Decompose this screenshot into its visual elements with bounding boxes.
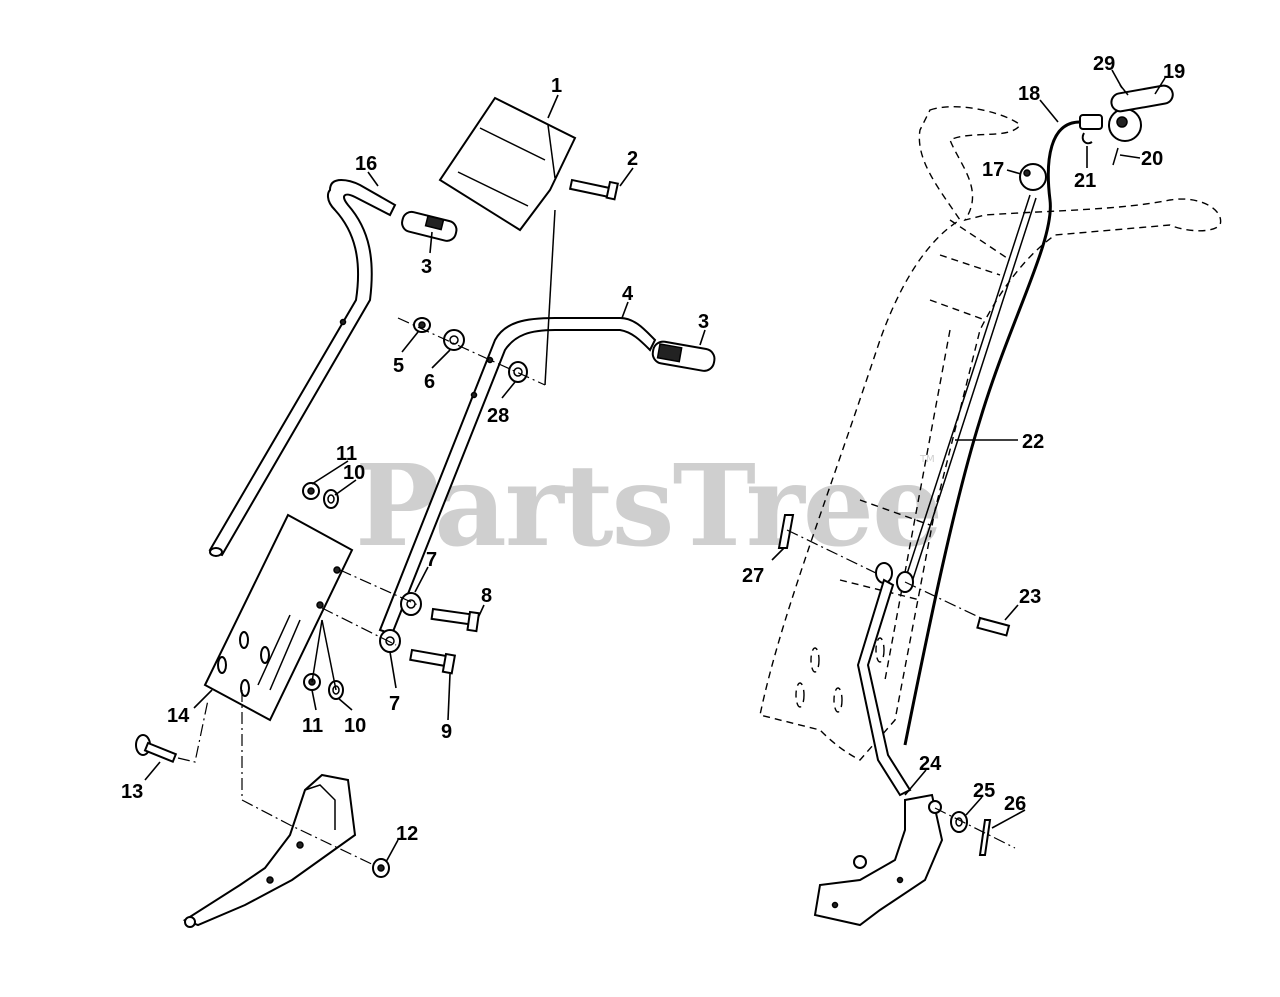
callout-13: 13 [121, 781, 143, 803]
part-right-handle-bar [378, 317, 657, 636]
callout-11-lower: 11 [302, 715, 323, 737]
callout-3-left: 3 [421, 256, 432, 278]
assembly-line-bolt-9 [321, 607, 397, 646]
part-clip-27 [777, 514, 795, 549]
callout-20: 20 [1141, 148, 1163, 170]
part-clip-26 [978, 819, 992, 856]
callout-26: 26 [1004, 793, 1026, 815]
part-grip-right [651, 340, 716, 372]
part-control-rod [904, 194, 1037, 583]
part-control-lever [1079, 84, 1174, 166]
part-washer-28 [508, 361, 528, 383]
callout-5: 5 [393, 355, 404, 377]
assembly-line-pin-23 [904, 581, 986, 621]
part-left-handle-bar [208, 179, 397, 557]
callout-27: 27 [742, 565, 764, 587]
part-nut-11-upper [302, 482, 320, 500]
callout-14: 14 [167, 705, 190, 727]
callout-7-upper: 7 [426, 549, 437, 571]
part-bolt-2 [568, 178, 620, 201]
assembly-line-washer-25 [934, 807, 1016, 849]
part-carriage-bolt-13 [135, 734, 178, 763]
callout-4: 4 [622, 283, 634, 305]
callout-11-upper: 11 [336, 443, 357, 465]
callout-2: 2 [627, 148, 638, 170]
callout-23: 23 [1019, 586, 1041, 608]
callout-8: 8 [481, 585, 492, 607]
part-washer-5 [413, 317, 431, 333]
assembly-line-shield [544, 209, 556, 386]
callout-16: 16 [355, 153, 377, 175]
callout-3-right: 3 [698, 311, 709, 333]
callout-labels: 1 2 3 4 3 5 6 28 11 10 7 8 7 9 11 10 14 … [121, 53, 1185, 845]
assembly-line-bolt-8 [339, 569, 421, 607]
part-washer-7-lower [379, 629, 401, 653]
callout-1: 1 [551, 75, 562, 97]
leader-lines [144, 69, 1166, 863]
watermark-trademark: TM [919, 454, 935, 465]
part-lower-bracket-plate [203, 513, 354, 722]
callout-29: 29 [1093, 53, 1115, 75]
part-frame-left [182, 773, 357, 928]
assembly-line-bolt-13 [177, 699, 209, 763]
callout-21: 21 [1074, 170, 1096, 192]
callout-25: 25 [973, 780, 995, 802]
assembly-line-clip-27 [786, 529, 881, 576]
assembly-line-frame-left [241, 690, 381, 869]
callout-17: 17 [982, 159, 1004, 181]
callout-28: 28 [487, 405, 509, 427]
callout-10-lower: 10 [344, 715, 366, 737]
assembly-line-nut-lower [311, 619, 323, 683]
part-washer-7-upper [400, 592, 422, 616]
part-pin-23 [976, 616, 1011, 637]
part-washer-25 [950, 811, 968, 833]
part-bolt-8 [430, 607, 481, 633]
part-lower-rod-24 [856, 578, 912, 797]
part-grip-left [401, 210, 458, 242]
callout-24: 24 [919, 753, 942, 775]
assembly-line-washers [397, 317, 546, 386]
callout-12: 12 [396, 823, 418, 845]
callout-6: 6 [424, 371, 435, 393]
part-knob-17 [1019, 163, 1047, 191]
part-control-cable [903, 120, 1081, 746]
callout-7-lower: 7 [389, 693, 400, 715]
callout-18: 18 [1018, 83, 1040, 105]
part-washer-10-upper [323, 489, 339, 509]
callout-22: 22 [1022, 431, 1044, 453]
part-bolt-9 [409, 648, 457, 675]
callout-9: 9 [441, 721, 452, 743]
part-nut-12 [372, 858, 390, 878]
part-frame-right [813, 793, 944, 927]
part-shield-plate [438, 96, 577, 232]
callout-19: 19 [1163, 61, 1185, 83]
assembly-line-washer-lower [321, 619, 337, 691]
callout-10-upper: 10 [343, 462, 365, 484]
part-washer-6 [443, 329, 465, 351]
phantom-handle-right [759, 106, 1222, 761]
